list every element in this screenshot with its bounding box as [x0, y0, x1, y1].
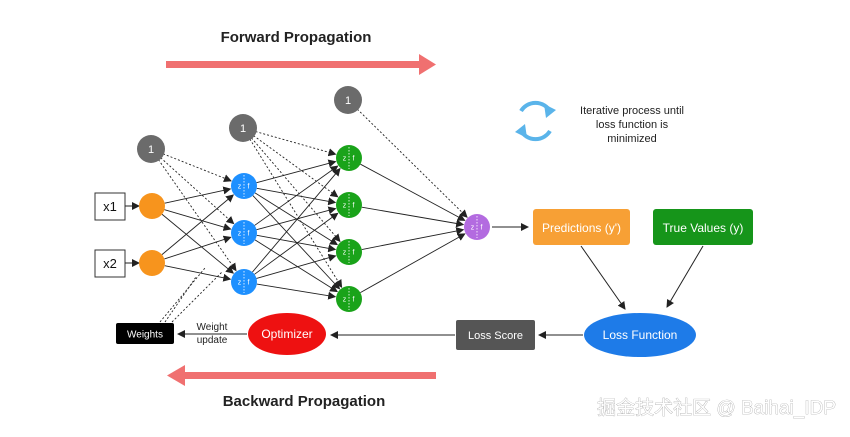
node-z-label: z — [343, 250, 347, 257]
backward-propagation-title: Backward Propagation — [223, 393, 386, 410]
truevalues-to-loss-arrow — [666, 245, 704, 308]
refresh-cycle-icon — [515, 100, 556, 142]
node-f-label: f — [481, 225, 483, 232]
node-z-label: z — [343, 156, 347, 163]
node-f-label: f — [353, 203, 355, 210]
weight-update-connection — [164, 276, 197, 323]
node-z-label: z — [238, 184, 242, 191]
input-x1: x1 — [94, 192, 126, 221]
weight-connection — [161, 194, 235, 256]
bias-connection — [158, 159, 237, 272]
weight-update-connection — [159, 267, 206, 323]
node-f-label: f — [353, 297, 355, 304]
optimizer-label: Optimizer — [261, 327, 312, 341]
weight-connection — [164, 265, 232, 282]
node-f-label: f — [353, 250, 355, 257]
weight-connection — [256, 159, 337, 184]
weight-connection — [252, 167, 341, 273]
bias-connection — [251, 137, 341, 243]
iterative-note-line3: minimized — [607, 133, 657, 145]
bias-node-hidden2: 1 — [334, 86, 362, 114]
node-f-label: f — [353, 156, 355, 163]
loss-score-label: Loss Score — [468, 330, 523, 342]
predictions-box: Predictions (y') — [533, 209, 630, 245]
weight-connection — [360, 233, 466, 294]
weight-connection — [256, 253, 337, 279]
optimizer-ellipse: Optimizer — [248, 313, 326, 355]
bias-connection — [255, 131, 337, 157]
bias-connection — [249, 138, 343, 288]
backward-arrow — [167, 365, 436, 386]
weight-connection — [256, 206, 337, 231]
node-z-label: z — [343, 297, 347, 304]
weight-connection — [254, 212, 339, 275]
bias-label: 1 — [148, 144, 154, 156]
weight-connection — [164, 235, 232, 260]
node-f-label: f — [248, 184, 250, 191]
input-node — [139, 193, 165, 219]
weight-connection — [254, 165, 339, 226]
input-x2-label: x2 — [103, 256, 117, 271]
loss-score-box: Loss Score — [456, 320, 535, 350]
input-x2: x2 — [94, 249, 126, 278]
weight-update-line2: update — [197, 335, 228, 346]
forward-arrow — [166, 54, 436, 75]
weight-connection — [361, 227, 465, 250]
bias-label: 1 — [240, 123, 246, 135]
forward-propagation-title: Forward Propagation — [221, 29, 372, 46]
weights-label: Weights — [127, 330, 163, 341]
node-z-label: z — [471, 225, 475, 232]
loss-function-ellipse: Loss Function — [584, 313, 696, 357]
watermark: 掘金技术社区 @ Baihai_IDP — [597, 397, 836, 419]
node-z-label: z — [343, 203, 347, 210]
predictions-label: Predictions (y') — [542, 221, 621, 235]
weight-connection — [164, 209, 232, 231]
weight-connection — [360, 163, 466, 221]
node-f-label: f — [248, 280, 250, 287]
weight-connection — [361, 206, 465, 228]
node-z-label: z — [238, 231, 242, 238]
weight-connection — [161, 213, 234, 274]
bias-connection — [162, 153, 232, 182]
predictions-to-loss-arrow — [580, 245, 626, 310]
weight-connection — [164, 186, 232, 204]
weight-connection — [256, 234, 337, 253]
node-z-label: z — [238, 280, 242, 287]
iterative-note-line2: loss function is — [596, 119, 669, 131]
bias-node-input: 1 — [137, 135, 165, 163]
loss-function-label: Loss Function — [603, 328, 678, 342]
iterative-note-line1: Iterative process until — [580, 105, 684, 117]
bias-connection — [160, 157, 235, 225]
bias-label: 1 — [345, 95, 351, 107]
weight-update-connection — [171, 271, 223, 323]
bias-connection — [356, 108, 468, 218]
weights-box: Weights — [116, 323, 174, 344]
input-node — [139, 250, 165, 276]
bias-connection — [253, 135, 339, 198]
true-values-label: True Values (y) — [663, 221, 744, 235]
node-f-label: f — [248, 231, 250, 238]
weight-connection — [254, 239, 338, 293]
true-values-box: True Values (y) — [653, 209, 753, 245]
weight-connection — [256, 283, 337, 300]
bias-node-hidden1: 1 — [229, 114, 257, 142]
network-connections — [158, 108, 468, 323]
weight-update-line1: Weight — [197, 322, 228, 333]
input-x1-label: x1 — [103, 199, 117, 214]
